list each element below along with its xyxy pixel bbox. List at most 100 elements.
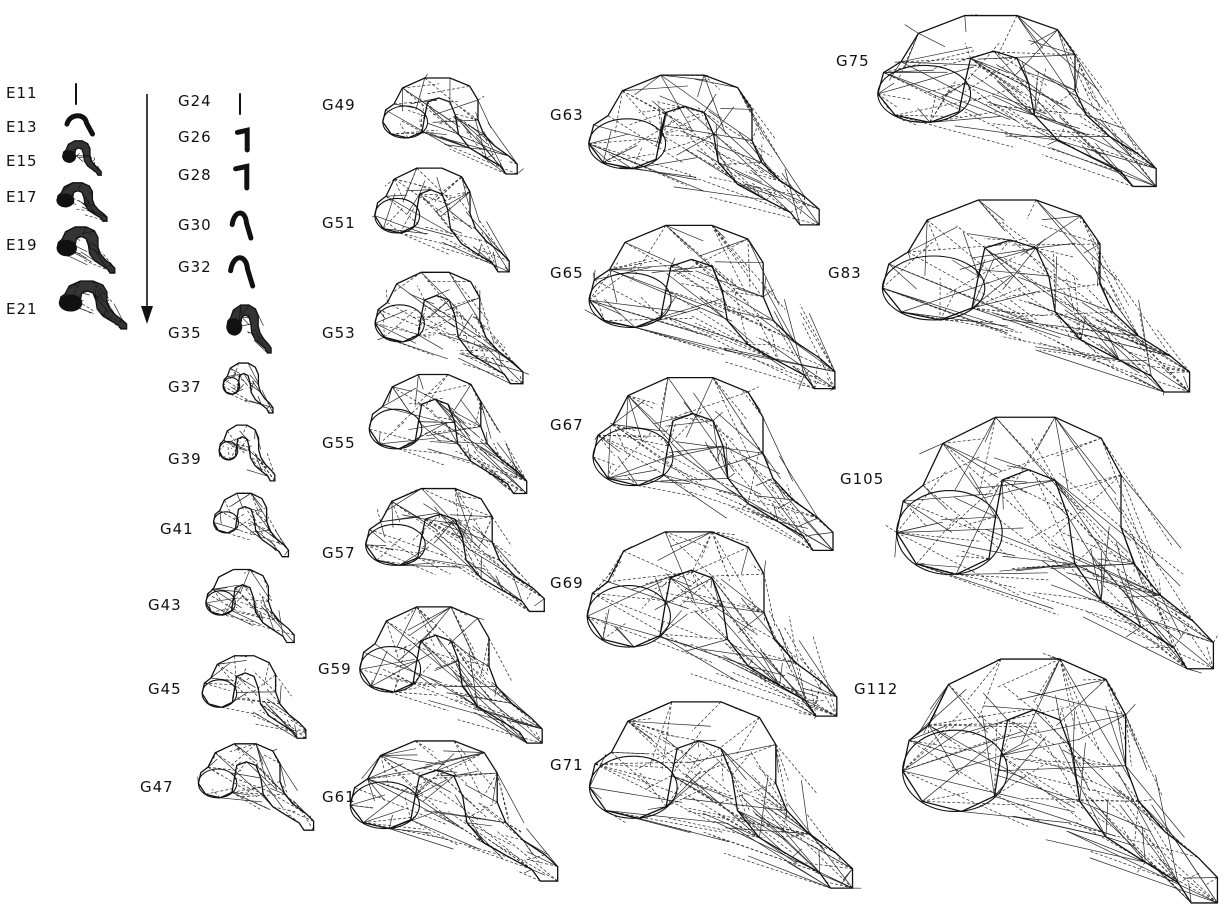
stage-drawing: [582, 528, 842, 720]
stomach-mesh-drawing: [218, 424, 276, 482]
fundus-bulb: [587, 586, 670, 647]
stage-label-e21: E21: [6, 300, 38, 318]
stage-label-g26: G26: [178, 128, 212, 146]
stomach-mesh-drawing: [226, 304, 272, 354]
stage-drawing: [380, 76, 520, 176]
stage-label-g43: G43: [148, 596, 182, 614]
stomach-mesh-drawing: [582, 528, 842, 720]
mesh-lines: [375, 272, 529, 384]
stage-drawing: [230, 208, 252, 238]
stage-drawing: [222, 362, 274, 414]
stage-drawing: [234, 94, 246, 114]
stage-label-g67: G67: [550, 416, 584, 434]
stomach-mesh-drawing: [58, 280, 128, 330]
stomach-mesh-drawing: [890, 412, 1220, 674]
stage-drawing: [890, 412, 1220, 674]
mesh-lines: [350, 741, 557, 881]
stage-label-g24: G24: [178, 92, 212, 110]
fundus-bulb: [57, 194, 74, 207]
stage-drawing: [236, 128, 250, 150]
stage-drawing: [226, 304, 272, 354]
stomach-mesh-drawing: [584, 222, 840, 392]
stomach-outline: [350, 741, 557, 881]
stage-label-g39: G39: [168, 450, 202, 468]
stomach-mesh-drawing: [896, 654, 1224, 908]
stage-stroke-drawing: [234, 94, 246, 114]
stage-drawing: [56, 226, 116, 274]
stomach-mesh-drawing: [588, 374, 838, 554]
stomach-mesh-drawing: [346, 738, 562, 884]
stage-label-g105: G105: [840, 470, 884, 488]
mesh-lines: [369, 374, 526, 493]
stage-drawing: [584, 222, 840, 392]
stage-label-g37: G37: [168, 378, 202, 396]
stomach-mesh-drawing: [212, 492, 290, 558]
stomach-mesh-drawing: [204, 568, 296, 644]
fundus-bulb: [903, 730, 1008, 811]
mesh-lines: [198, 744, 314, 830]
stomach-outline: [882, 200, 1189, 392]
stage-label-g75: G75: [836, 52, 870, 70]
stomach-mesh-drawing: [56, 182, 108, 222]
mesh-lines: [903, 653, 1218, 903]
stage-drawing: [204, 568, 296, 644]
time-arrow: [140, 94, 154, 324]
stomach-mesh-drawing: [872, 12, 1162, 190]
stage-drawing: [588, 374, 838, 554]
stage-stroke-drawing: [70, 84, 82, 104]
fundus-bulb: [589, 756, 677, 818]
stage-stroke-drawing: [234, 164, 250, 188]
stomach-outline: [903, 659, 1218, 903]
stage-drawing: [372, 166, 512, 274]
mesh-lines: [366, 489, 545, 612]
stomach-mesh-drawing: [584, 72, 824, 228]
stomach-mesh-drawing: [876, 196, 1196, 396]
stage-label-g55: G55: [322, 434, 356, 452]
mesh-lines: [214, 493, 289, 557]
fundus-bulb: [360, 647, 421, 692]
stage-drawing: [366, 372, 530, 496]
mesh-lines: [219, 425, 275, 481]
fundus-bulb: [897, 491, 1003, 575]
stage-drawing: [584, 72, 824, 228]
mesh-lines: [204, 656, 306, 739]
stage-label-g53: G53: [322, 324, 356, 342]
stage-drawing: [372, 270, 526, 386]
stage-stroke-drawing: [228, 252, 254, 286]
stage-stroke-drawing: [230, 208, 252, 238]
stomach-mesh-drawing: [196, 742, 316, 832]
stage-label-g51: G51: [322, 214, 356, 232]
stage-drawing: [212, 492, 290, 558]
stomach-outline: [206, 570, 294, 643]
stage-label-e15: E15: [6, 152, 38, 170]
mesh-lines: [589, 75, 819, 225]
stage-drawing: [218, 424, 276, 482]
fundus-bulb: [63, 151, 76, 163]
stage-drawing: [58, 280, 128, 330]
mesh-lines: [360, 607, 542, 743]
stage-label-g41: G41: [160, 520, 194, 538]
stage-drawing: [196, 742, 316, 832]
stomach-outline: [198, 744, 313, 830]
stomach-mesh-drawing: [372, 270, 526, 386]
stomach-mesh-drawing: [380, 76, 520, 176]
stage-drawing: [62, 140, 102, 176]
mesh-lines: [589, 702, 861, 888]
stage-drawing: [896, 654, 1224, 908]
stomach-mesh-drawing: [200, 654, 308, 740]
stage-label-e11: E11: [6, 84, 38, 102]
stomach-mesh-drawing: [362, 486, 548, 614]
stomach-outline: [369, 374, 526, 493]
stage-label-g112: G112: [854, 680, 898, 698]
stage-drawing: [356, 604, 546, 746]
stomach-mesh-drawing: [222, 362, 274, 414]
stomach-outline: [589, 702, 852, 888]
stomach-mesh-drawing: [356, 604, 546, 746]
stage-label-g30: G30: [178, 216, 212, 234]
stage-drawing: [56, 182, 108, 222]
stage-label-g45: G45: [148, 680, 182, 698]
stage-drawing: [70, 84, 82, 104]
stage-drawing: [200, 654, 308, 740]
stage-drawing: [362, 486, 548, 614]
stage-drawing: [64, 112, 94, 134]
